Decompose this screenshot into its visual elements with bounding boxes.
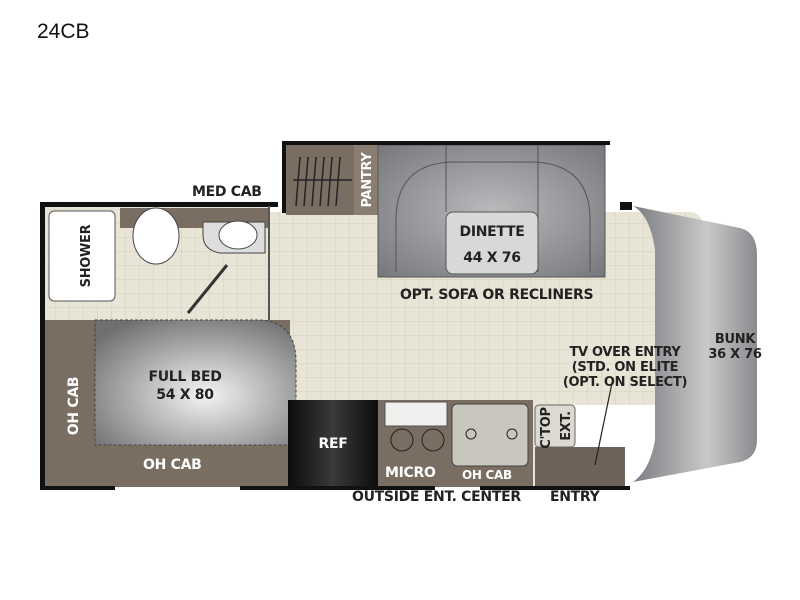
sofa-label: OPT. SOFA OR RECLINERS	[400, 287, 594, 303]
oh-cab-bottom-label: OH CAB	[143, 457, 202, 473]
refrigerator	[288, 400, 378, 487]
shower	[48, 210, 116, 302]
shower-label: SHOWER	[79, 224, 94, 288]
walls	[40, 141, 632, 490]
toilet	[132, 207, 180, 265]
tv-note-line2: (STD. ON ELITE	[571, 360, 679, 375]
bunk-label: BUNK	[714, 332, 756, 347]
full-bed-size: 54 X 80	[156, 387, 214, 403]
oh-cab-kitchen-label: OH CAB	[462, 468, 512, 482]
ext-label: EXT.	[559, 411, 574, 441]
dinette-size: 44 X 76	[463, 250, 521, 266]
micro-label: MICRO	[385, 465, 436, 481]
pantry-label: PANTRY	[360, 152, 375, 208]
full-bed	[94, 319, 297, 446]
kitchen-sink	[451, 403, 529, 467]
outside-ent-center-label: OUTSIDE ENT. CENTER	[352, 489, 521, 505]
ref-label: REF	[318, 436, 348, 452]
ctop-label: C'TOP	[539, 407, 554, 449]
tv-note-line3: (OPT. ON SELECT)	[562, 375, 688, 390]
bunk-size: 36 X 76	[708, 347, 762, 362]
bunk	[633, 206, 757, 482]
dinette-table	[445, 211, 539, 275]
med-cab-label: MED CAB	[192, 184, 262, 200]
oh-cab-side-label: OH CAB	[66, 376, 82, 436]
floorplan-title: 24CB	[37, 20, 90, 43]
full-bed-label: FULL BED	[148, 369, 222, 385]
entry-step	[535, 447, 625, 487]
tv-note-line1: TV OVER ENTRY	[569, 345, 681, 360]
entry-label: ENTRY	[550, 489, 600, 505]
dinette-label: DINETTE	[459, 224, 525, 240]
